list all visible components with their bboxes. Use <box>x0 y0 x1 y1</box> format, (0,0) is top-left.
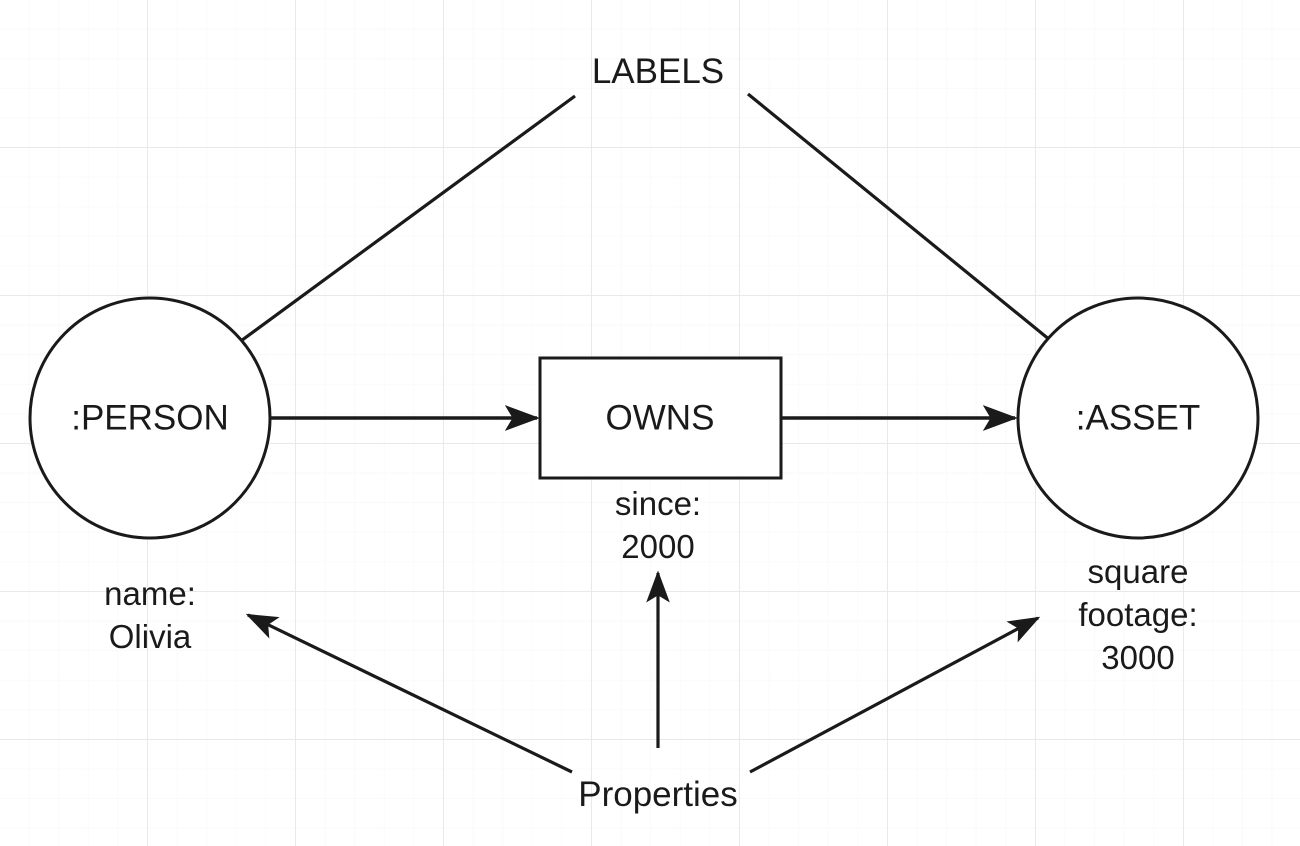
person-circle[interactable] <box>28 296 272 540</box>
properties-annotation-text: Properties <box>578 775 738 814</box>
labels-to-person-arrow <box>186 94 576 381</box>
properties-to-person-props-arrow <box>245 613 573 774</box>
person-properties-text: name: Olivia <box>104 575 196 655</box>
node-owns[interactable]: OWNS <box>538 356 783 480</box>
node-asset[interactable]: :ASSET <box>1016 296 1260 540</box>
asset-circle[interactable] <box>1016 296 1260 540</box>
properties-to-asset-props-arrow <box>749 616 1041 774</box>
person-node-label: :PERSON <box>71 398 229 437</box>
asset-node-label: :ASSET <box>1076 398 1200 437</box>
node-person[interactable]: :PERSON <box>28 296 272 540</box>
asset-property-key-line2: footage: <box>1078 596 1197 633</box>
asset-property-key-line1: square <box>1088 553 1189 590</box>
labels-to-asset-arrow <box>746 92 1101 382</box>
relationship-properties-text: since: 2000 <box>615 485 701 565</box>
asset-properties-text: square footage: 3000 <box>1078 553 1197 676</box>
labels-annotation-text: LABELS <box>592 52 724 91</box>
person-property-key: name: <box>104 575 196 612</box>
owns-node-label: OWNS <box>606 398 715 437</box>
person-property-value: Olivia <box>109 618 192 655</box>
owns-rect[interactable] <box>538 356 783 480</box>
owns-property-value: 2000 <box>621 528 694 565</box>
owns-property-key: since: <box>615 485 701 522</box>
asset-property-value: 3000 <box>1101 639 1174 676</box>
